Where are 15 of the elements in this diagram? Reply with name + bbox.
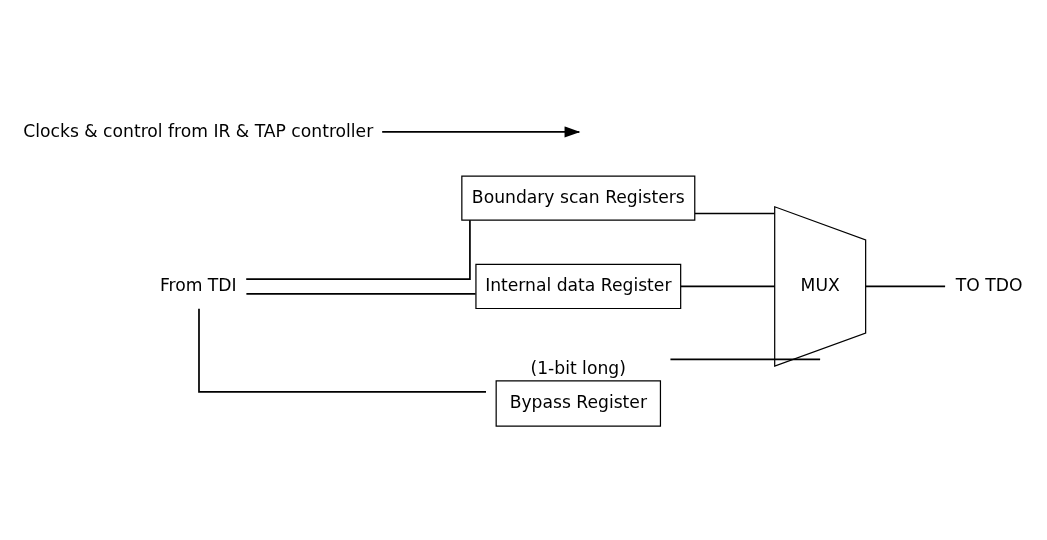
node-text: From TDI [159, 274, 237, 295]
node-box: Internal data Register [475, 263, 682, 309]
node-box: MUX [774, 205, 867, 367]
node-text: Clocks & control from IR & TAP controller [23, 120, 374, 141]
node-label: (1-bit long) [530, 357, 626, 378]
connector [680, 285, 776, 287]
connector [198, 307, 487, 393]
connector [245, 292, 477, 295]
node-text: TO TDO [955, 274, 1023, 295]
node-box: Boundary scan Registers [461, 175, 696, 221]
connector [865, 285, 946, 287]
connector [694, 212, 776, 214]
connector [245, 218, 471, 280]
connector [669, 358, 821, 360]
node-box: Bypass Register [495, 379, 662, 427]
